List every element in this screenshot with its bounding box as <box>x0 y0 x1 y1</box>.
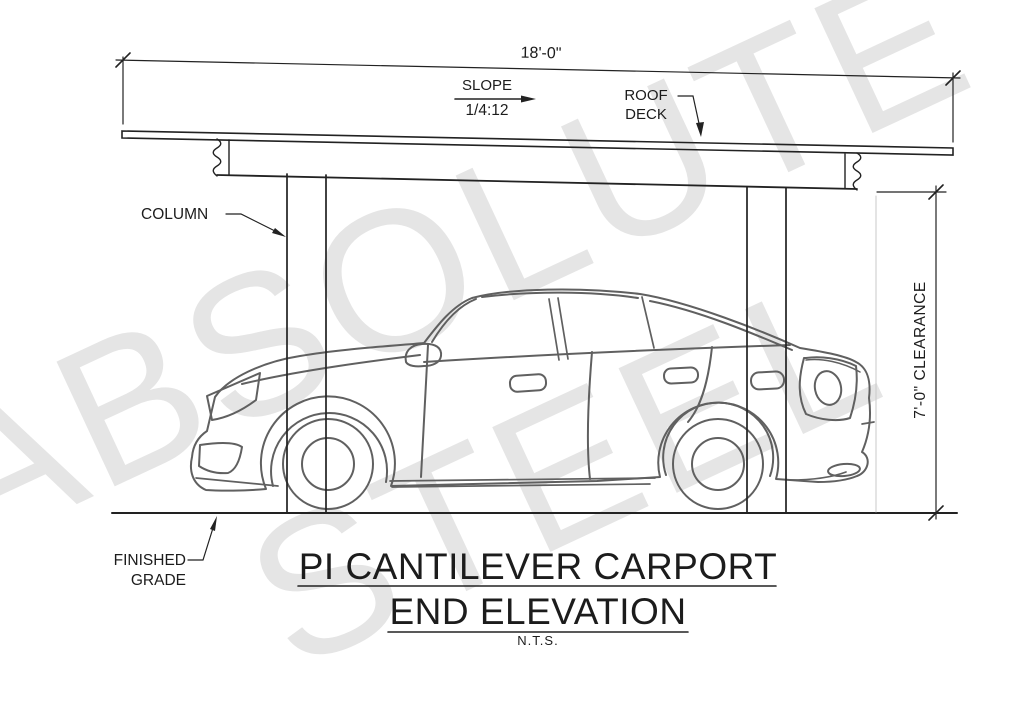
roof-deck-label-line1: ROOF <box>624 87 668 104</box>
car-drawing <box>189 288 875 510</box>
car-fuel-door <box>750 370 786 391</box>
column-leader-arrowhead <box>272 228 286 237</box>
car-front-door-handle <box>508 373 548 393</box>
finished-grade-label-line2: GRADE <box>130 572 186 589</box>
car-front-rim <box>301 437 355 491</box>
dimension-lines <box>115 52 961 633</box>
beam-right-break <box>844 152 862 191</box>
slope-arrow-head <box>521 95 536 103</box>
scale-note: N.T.S. <box>517 633 559 648</box>
clearance-dimension-label: 7'-0" CLEARANCE <box>912 281 929 419</box>
car-rear-tire <box>672 418 764 510</box>
left-column-shape <box>286 173 327 514</box>
top-dimension-label: 18'-0" <box>520 44 562 63</box>
right-column-shape <box>746 186 787 514</box>
car-rear-rim <box>691 437 745 491</box>
roof-deck-shape <box>121 130 954 156</box>
finished-grade-label-line1: FINISHED <box>113 552 186 569</box>
car-foglight <box>198 441 243 475</box>
car-body-outline <box>189 288 872 492</box>
roof-deck-leader <box>677 95 701 129</box>
roof-deck-leader-arrowhead <box>696 122 704 137</box>
car-exhaust <box>827 462 861 478</box>
clearance-dim-ticks <box>928 184 944 521</box>
car-rear-door-handle <box>663 366 700 385</box>
drawing-subtitle: END ELEVATION <box>389 591 687 632</box>
column-leader <box>225 213 276 232</box>
slope-label: SLOPE <box>461 77 513 94</box>
finished-grade-leader-arrowhead <box>210 516 217 531</box>
car-taillight <box>798 356 858 422</box>
roof-deck-label: ROOF DECK <box>610 86 682 124</box>
car-mirror <box>404 342 443 368</box>
roof-deck-label-line2: DECK <box>625 106 667 123</box>
column-label: COLUMN <box>141 206 209 223</box>
top-dim-ticks <box>115 52 961 86</box>
beam-left-break <box>212 138 230 177</box>
finished-grade-label: FINISHED GRADE <box>93 551 186 591</box>
car-headlight <box>206 372 261 421</box>
finished-grade-leader <box>187 527 214 561</box>
top-dim-line <box>115 59 961 79</box>
drawing-title: PI CANTILEVER CARPORT <box>298 546 778 587</box>
beam-shape <box>216 174 858 190</box>
slope-ratio-label: 1/4:12 <box>465 102 509 119</box>
car-front-tire <box>282 418 374 510</box>
carport-structure <box>111 130 958 514</box>
